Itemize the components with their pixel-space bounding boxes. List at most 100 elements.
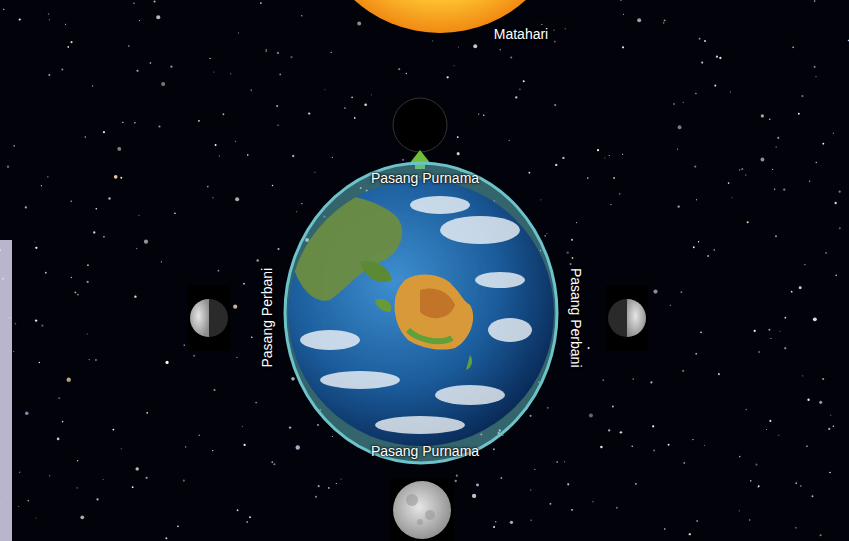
star — [237, 509, 239, 511]
star — [406, 73, 407, 74]
star — [15, 323, 17, 325]
star — [534, 469, 535, 470]
star — [791, 291, 793, 293]
star — [13, 145, 15, 147]
star — [209, 58, 210, 59]
star — [758, 485, 760, 487]
star — [336, 483, 337, 484]
star — [772, 169, 773, 170]
star — [562, 157, 564, 159]
star — [39, 362, 40, 363]
star — [784, 317, 786, 319]
star — [769, 420, 771, 422]
star — [833, 425, 835, 427]
star — [473, 44, 477, 48]
star — [547, 407, 549, 409]
star — [34, 241, 35, 242]
star — [165, 537, 167, 539]
star — [546, 233, 547, 234]
star — [828, 428, 830, 430]
star — [364, 103, 367, 106]
star — [757, 486, 759, 488]
star — [154, 1, 156, 3]
star — [93, 231, 95, 233]
star — [74, 291, 76, 293]
star — [812, 495, 814, 497]
star — [814, 0, 816, 2]
star — [745, 174, 746, 175]
star — [71, 277, 72, 278]
star — [174, 212, 176, 214]
star — [530, 489, 531, 490]
star — [510, 521, 513, 524]
star — [207, 186, 209, 188]
star — [77, 294, 79, 296]
star — [835, 275, 836, 276]
star — [747, 221, 749, 223]
star — [146, 412, 148, 414]
star — [682, 370, 684, 372]
star — [622, 154, 623, 155]
star — [696, 199, 697, 200]
star — [277, 125, 278, 126]
star — [523, 80, 525, 82]
star — [114, 175, 118, 179]
star — [58, 397, 59, 398]
star — [652, 425, 654, 427]
star — [19, 18, 21, 20]
star — [457, 136, 459, 138]
star — [183, 479, 185, 481]
star — [247, 154, 249, 156]
star — [749, 519, 751, 521]
star — [761, 158, 765, 162]
star — [18, 506, 19, 507]
star — [455, 480, 457, 482]
star — [766, 429, 767, 430]
star — [213, 389, 215, 391]
star — [602, 379, 603, 380]
star — [780, 331, 781, 332]
star — [554, 41, 556, 43]
star — [801, 95, 803, 97]
star — [716, 56, 718, 58]
star — [483, 114, 485, 116]
star — [822, 378, 824, 380]
star — [243, 444, 245, 446]
star — [839, 227, 841, 229]
star — [354, 117, 356, 119]
star — [820, 534, 822, 536]
star — [572, 257, 574, 259]
star — [813, 317, 817, 321]
star — [398, 68, 400, 70]
star — [212, 197, 213, 198]
star — [509, 140, 510, 141]
star — [273, 463, 275, 465]
star — [251, 337, 253, 339]
star — [493, 526, 495, 528]
star — [834, 202, 836, 204]
star — [49, 475, 50, 476]
moon-craters — [406, 494, 435, 525]
star — [622, 46, 624, 48]
star — [809, 181, 810, 182]
star — [592, 501, 593, 502]
star — [184, 344, 185, 345]
star — [156, 15, 160, 19]
star — [249, 516, 251, 518]
star — [144, 240, 148, 244]
star — [677, 205, 679, 207]
star — [457, 152, 460, 155]
star — [96, 498, 98, 500]
star — [161, 82, 165, 86]
star — [290, 56, 292, 58]
star — [619, 193, 621, 195]
star — [500, 477, 502, 479]
star — [695, 353, 697, 355]
star — [683, 462, 685, 464]
star — [80, 515, 84, 519]
star — [13, 351, 14, 352]
star — [89, 359, 90, 360]
star — [699, 38, 701, 40]
star — [833, 133, 834, 134]
